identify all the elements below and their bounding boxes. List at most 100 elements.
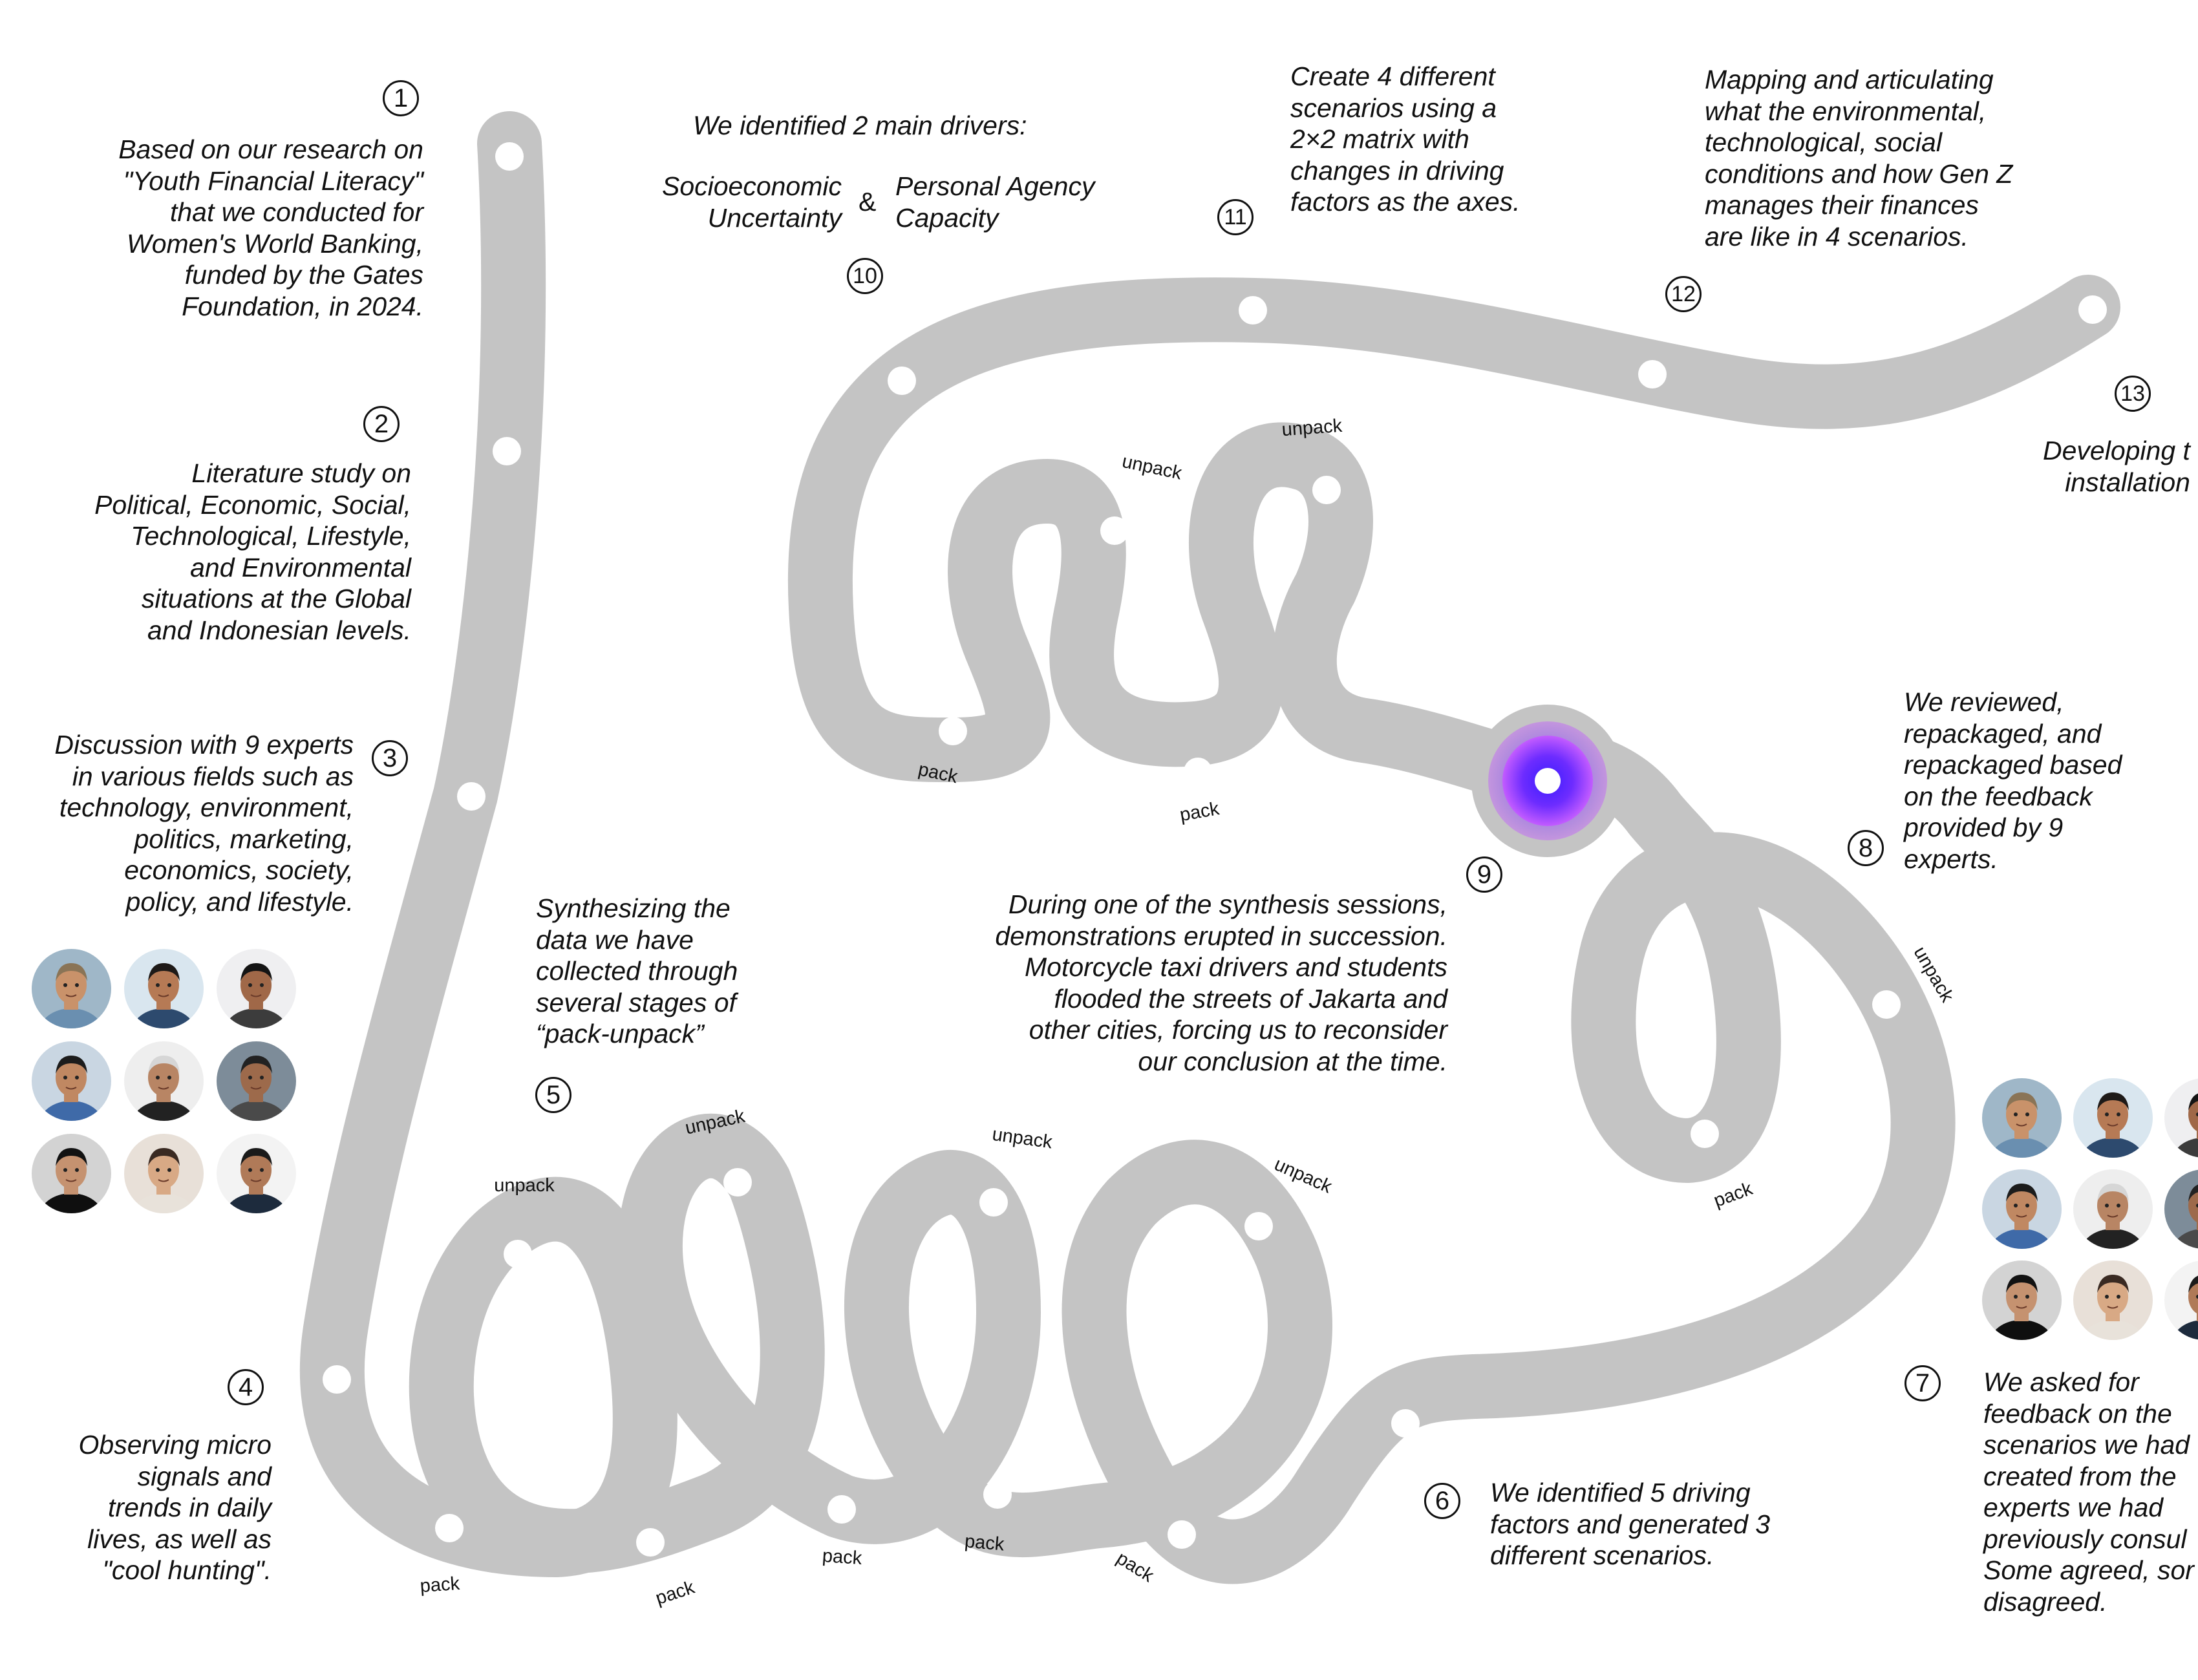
note-line: Personal Agency (895, 171, 1094, 202)
pack-label: pack (822, 1546, 863, 1569)
note-line: We identified 5 driving (1490, 1477, 1770, 1509)
waypoint-marker (493, 437, 521, 465)
note-line: demonstrations erupted in succession. (995, 920, 1447, 952)
expert-avatar (32, 949, 111, 1028)
note-line: Synthesizing the (536, 893, 738, 924)
note-line: Capacity (895, 202, 1094, 234)
waypoint-marker (495, 142, 524, 171)
note-line: are like in 4 scenarios. (1705, 221, 2012, 253)
note-line: policy, and lifestyle. (54, 886, 354, 918)
step-4-note: Observing micro signals and trends in da… (79, 1429, 272, 1586)
step-number-3: 3 (372, 740, 408, 776)
note-line: our conclusion at the time. (995, 1046, 1447, 1078)
step-number-7: 7 (1905, 1365, 1941, 1401)
note-line: trends in daily (79, 1492, 272, 1524)
step-number-12: 12 (1665, 276, 1702, 312)
note-line: previously consul (1983, 1524, 2194, 1555)
current-position-marker (1471, 705, 1624, 857)
step-1-note: Based on our research on "Youth Financia… (118, 134, 423, 322)
waypoint-marker (457, 782, 485, 811)
note-line: Create 4 different (1290, 61, 1520, 92)
waypoint-marker (827, 1495, 856, 1524)
note-line: Based on our research on (118, 134, 423, 165)
note-line: several stages of (536, 987, 738, 1019)
note-line: provided by 9 (1904, 812, 2122, 844)
step-11-note: Create 4 different scenarios using a 2×2… (1290, 61, 1520, 218)
expert-avatar (124, 1134, 204, 1213)
driver-ampersand: & (859, 186, 876, 218)
waypoint-marker (1872, 990, 1901, 1019)
note-line: and Indonesian levels. (94, 615, 411, 646)
pack-label: pack (420, 1573, 461, 1597)
note-line: installation (2043, 467, 2190, 498)
note-line: Developing t (2043, 435, 2190, 467)
waypoint-marker (1244, 1212, 1273, 1240)
note-line: "cool hunting". (79, 1555, 272, 1586)
note-line: repackaged, and (1904, 718, 2122, 750)
note-line: collected through (536, 955, 738, 987)
unpack-label: unpack (991, 1124, 1054, 1153)
note-line: disagreed. (1983, 1586, 2194, 1618)
pack-label: pack (653, 1577, 698, 1610)
expert-avatar (217, 949, 296, 1028)
unpack-label: unpack (494, 1175, 555, 1196)
note-line: situations at the Global (94, 583, 411, 615)
note-line: We asked for (1983, 1366, 2194, 1398)
note-line: signals and (79, 1461, 272, 1493)
expert-avatar (124, 949, 204, 1028)
step-10-heading: We identified 2 main drivers: (693, 110, 1027, 142)
note-line: 2×2 matrix with (1290, 123, 1520, 155)
waypoint-marker (939, 717, 967, 745)
expert-avatar (124, 1041, 204, 1121)
expert-avatar (1982, 1169, 2062, 1249)
expert-avatar (2073, 1169, 2153, 1249)
note-line: factors and generated 3 (1490, 1509, 1770, 1540)
pack-label: pack (1711, 1178, 1756, 1211)
step-5-note: Synthesizing the data we have collected … (536, 893, 738, 1050)
note-line: technological, social (1705, 127, 2012, 158)
step-number-13: 13 (2115, 376, 2151, 412)
note-line: that we conducted for (118, 197, 423, 228)
step-number-8: 8 (1848, 830, 1884, 866)
note-line: factors as the axes. (1290, 186, 1520, 218)
note-line: "Youth Financial Literacy" (118, 165, 423, 197)
step-number-11: 11 (1217, 199, 1254, 235)
waypoint-marker (888, 367, 916, 395)
note-line: other cities, forcing us to reconsider (995, 1014, 1447, 1046)
note-line: Mapping and articulating (1705, 64, 2012, 96)
note-line: technology, environment, (54, 792, 354, 824)
note-line: Women's World Banking, (118, 228, 423, 260)
note-line: Discussion with 9 experts (54, 729, 354, 761)
note-line: data we have (536, 924, 738, 956)
waypoint-marker (1691, 1120, 1719, 1148)
note-line: Observing micro (79, 1429, 272, 1461)
pack-label: pack (1178, 798, 1221, 825)
waypoint-marker (1391, 1409, 1420, 1438)
step-number-4: 4 (228, 1369, 264, 1405)
note-line: politics, marketing, (54, 824, 354, 855)
waypoint-marker (979, 1188, 1008, 1217)
expert-avatar (217, 1134, 296, 1213)
waypoint-marker (1312, 476, 1341, 504)
step-2-note: Literature study on Political, Economic,… (94, 458, 411, 646)
waypoint-marker (723, 1168, 752, 1196)
note-line: changes in driving (1290, 155, 1520, 187)
waypoint-marker (1239, 296, 1267, 324)
note-line: Socioeconomic (662, 171, 842, 202)
note-line: Foundation, in 2024. (118, 291, 423, 323)
note-line: on the feedback (1904, 781, 2122, 813)
note-line: Technological, Lifestyle, (94, 520, 411, 552)
note-line: feedback on the (1983, 1398, 2194, 1430)
note-line: and Environmental (94, 552, 411, 584)
waypoint-marker (323, 1365, 351, 1394)
expert-avatar (1982, 1078, 2062, 1158)
waypoint-marker (636, 1528, 665, 1557)
step-number-9: 9 (1466, 856, 1502, 893)
step-13-note: Developing t installation (2043, 435, 2190, 498)
expert-avatar (32, 1041, 111, 1121)
waypoint-marker (1100, 516, 1129, 545)
driver-b: Personal Agency Capacity (895, 171, 1094, 233)
step-number-6: 6 (1424, 1483, 1460, 1519)
note-line: funded by the Gates (118, 259, 423, 291)
step-number-10: 10 (847, 258, 883, 294)
